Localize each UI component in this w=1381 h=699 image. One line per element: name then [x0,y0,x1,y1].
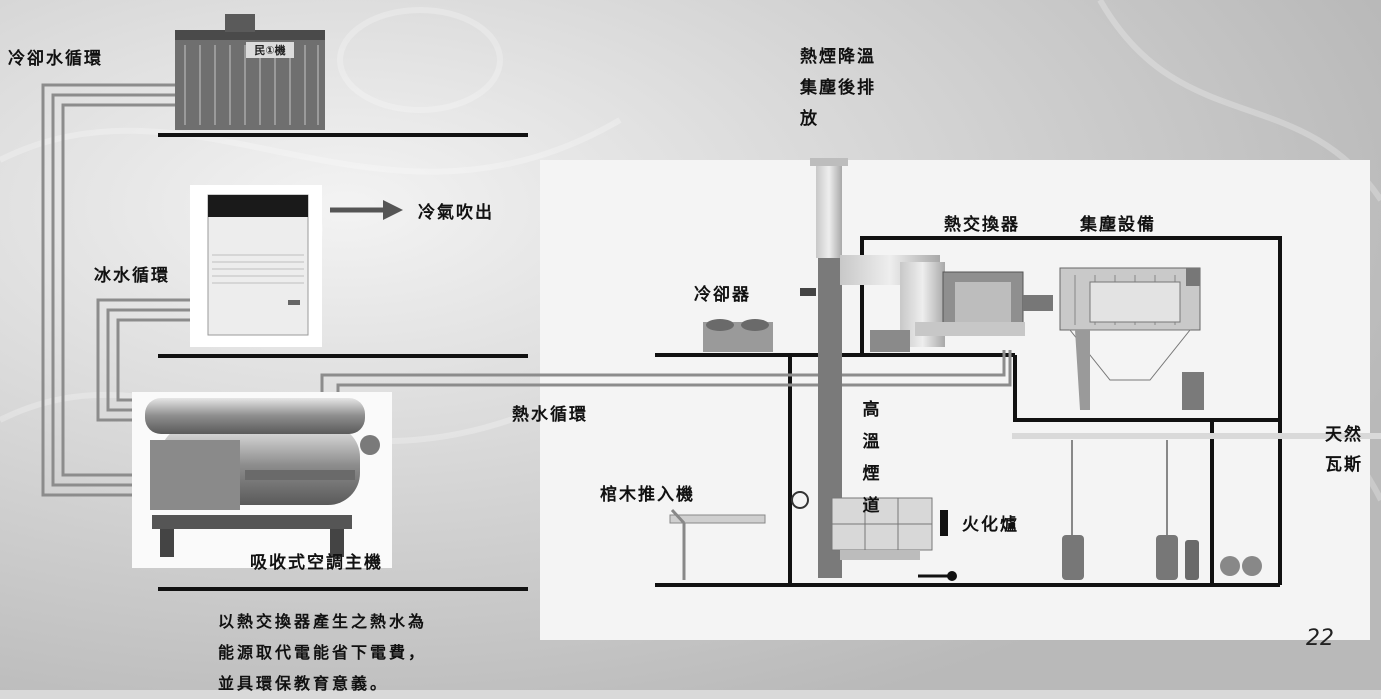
cooling-water-pipes [41,83,175,497]
cooling-water-loop-label: 冷卻水循環 [8,49,103,69]
description-note-line-2: 能源取代電能省下電費， [218,643,428,662]
high-temp-flue-char-3: 煙 [862,464,882,484]
page-number: 22 [1306,626,1334,651]
natural-gas-label-line1: 天然 [1325,425,1363,445]
high-temp-flue-label: 高 溫 煙 道 [862,394,882,522]
flue-gas-exhaust-label-line3: 放 [800,109,819,129]
description-note: 以熱交換器產生之熱水為 能源取代電能省下電費， 並具環保教育意義。 [218,606,427,699]
chilled-water-loop-label: 冰水循環 [94,266,170,286]
heat-exchanger-icon [915,271,1053,336]
building-walls [788,236,1282,585]
coffin-loader-label: 棺木推入機 [600,485,695,505]
cremator-label: 火化爐 [962,515,1019,535]
hot-water-loop-label: 熱水循環 [512,405,588,425]
cooler-icon [703,319,910,352]
gas-cylinder-icons [1062,440,1262,580]
absorption-chiller-label: 吸收式空調主機 [250,553,383,573]
air-handler-icon [190,185,322,347]
natural-gas-label-line2: 瓦斯 [1325,455,1363,475]
chilled-water-pipes [96,298,205,422]
description-note-line-1: 以熱交換器產生之熱水為 [218,612,428,631]
cremator-icon [831,497,957,581]
cooler-label: 冷卻器 [694,285,751,305]
absorption-chiller-icon [132,392,392,568]
high-temp-flue-char-2: 溫 [862,432,882,452]
cold-air-out-label: 冷氣吹出 [418,203,494,223]
dust-collector-icon [1059,267,1204,410]
flue-gas-exhaust-label-line1: 熱煙降溫 [800,47,876,67]
flue-gas-exhaust-label-line2: 集塵後排 [800,78,876,98]
dust-collector-label: 集塵設備 [1080,215,1156,235]
description-note-line-3: 並具環保教育意義。 [218,674,390,693]
high-temp-flue-char-1: 高 [862,400,882,420]
high-temp-flue-char-4: 道 [862,496,882,516]
cooling-tower-sign: 民①機 [254,43,285,57]
cooling-tower-icon [175,14,325,130]
coffin-loader-icon [669,508,766,580]
heat-exchanger-label: 熱交換器 [944,215,1020,235]
cold-air-arrow [330,200,403,220]
